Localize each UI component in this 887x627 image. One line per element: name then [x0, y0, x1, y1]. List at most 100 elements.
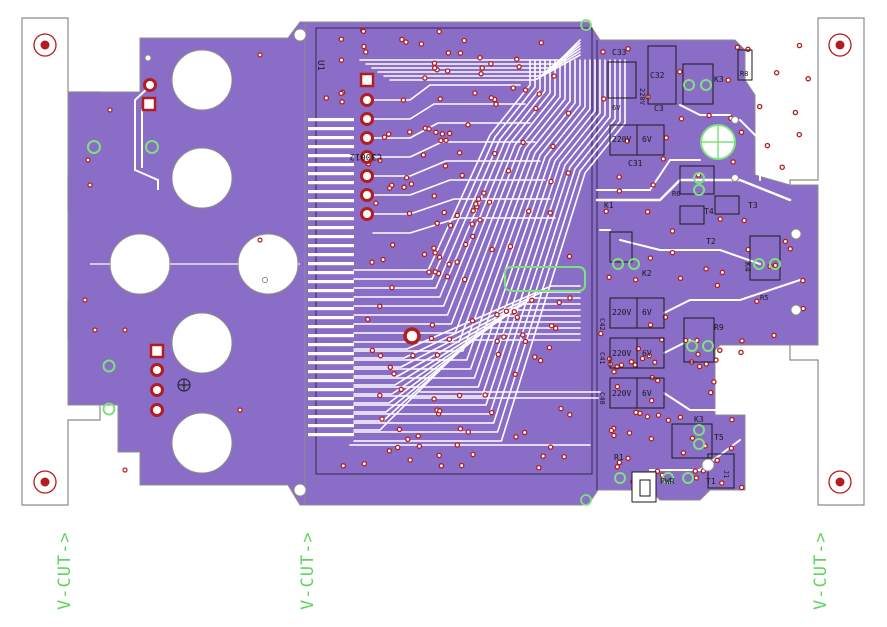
via — [82, 297, 88, 303]
trace — [372, 141, 536, 158]
via — [730, 159, 736, 165]
via — [633, 409, 639, 416]
via — [479, 65, 485, 71]
via — [505, 168, 512, 174]
via — [436, 452, 442, 459]
right-rail-outline — [789, 17, 865, 506]
edge-connector-finger — [308, 379, 354, 383]
trace — [596, 159, 701, 191]
lcd-header-pads — [359, 72, 421, 345]
via — [537, 357, 544, 364]
mount-holes-right — [828, 33, 852, 494]
trace — [353, 59, 616, 424]
via — [398, 386, 404, 393]
via — [488, 409, 495, 416]
via — [338, 57, 345, 63]
via — [601, 96, 607, 102]
via — [650, 182, 656, 188]
via — [547, 444, 554, 450]
via — [536, 91, 542, 97]
via — [379, 416, 385, 422]
edge-connector-finger — [308, 190, 354, 194]
via — [677, 414, 684, 421]
trace — [383, 51, 581, 77]
via — [403, 39, 409, 45]
green-pads — [612, 79, 781, 484]
via — [443, 137, 449, 144]
via — [503, 308, 510, 314]
via — [540, 453, 546, 459]
via — [436, 254, 443, 261]
silk-r5: R5 — [760, 294, 768, 302]
silk-6v-d: 6V — [642, 135, 652, 144]
edge-connector-finger — [308, 271, 354, 275]
silk-6v-c: 6V — [642, 389, 652, 398]
via — [745, 46, 751, 53]
via — [738, 484, 745, 491]
via — [491, 150, 498, 157]
silk-t4: T4 — [704, 207, 714, 216]
via — [410, 352, 416, 359]
crystal-slot — [504, 266, 586, 292]
via — [363, 49, 369, 55]
via — [616, 188, 623, 194]
silk-c41: C41 — [598, 352, 606, 365]
via — [529, 297, 535, 304]
main-board-inner-outline — [315, 27, 593, 475]
trace — [372, 84, 521, 101]
right-section-holes — [701, 116, 802, 472]
via — [714, 282, 721, 289]
via — [470, 208, 476, 214]
vcut-label-left: V-CUT-> — [55, 531, 75, 610]
via — [340, 463, 347, 469]
via — [706, 112, 712, 119]
via — [556, 299, 563, 306]
via — [520, 139, 526, 146]
via — [532, 354, 538, 360]
via — [514, 56, 520, 63]
silk-r9: R9 — [714, 323, 724, 332]
edge-connector-finger — [308, 127, 354, 131]
via — [652, 359, 658, 366]
via — [494, 338, 500, 344]
via — [693, 475, 700, 481]
via — [437, 96, 444, 102]
silk-c42: C42 — [598, 318, 606, 331]
via — [469, 318, 476, 324]
via — [461, 37, 467, 44]
via — [389, 182, 395, 188]
via — [677, 68, 683, 75]
via — [711, 379, 717, 385]
via — [725, 77, 732, 83]
via — [512, 371, 518, 378]
via — [442, 163, 449, 169]
via — [122, 327, 128, 333]
via — [719, 480, 725, 486]
via — [558, 405, 564, 412]
via — [428, 335, 435, 342]
via — [754, 298, 760, 305]
via — [663, 135, 670, 141]
trace — [353, 285, 581, 350]
via — [408, 181, 415, 187]
edge-connector-finger — [308, 415, 354, 419]
via — [606, 274, 612, 281]
via — [405, 436, 411, 443]
trace — [353, 59, 586, 370]
via — [703, 266, 709, 272]
via — [418, 41, 425, 47]
via — [626, 430, 633, 436]
via — [536, 464, 542, 471]
edge-connector-finger — [308, 316, 354, 320]
via — [692, 468, 699, 474]
via — [436, 28, 442, 35]
via — [669, 249, 676, 256]
power-jack — [631, 471, 657, 503]
trace — [353, 59, 536, 280]
silk-t1: T1 — [706, 477, 716, 486]
via — [538, 39, 545, 46]
via — [628, 359, 635, 365]
silk-t3: T3 — [748, 201, 758, 210]
trace — [353, 59, 561, 325]
